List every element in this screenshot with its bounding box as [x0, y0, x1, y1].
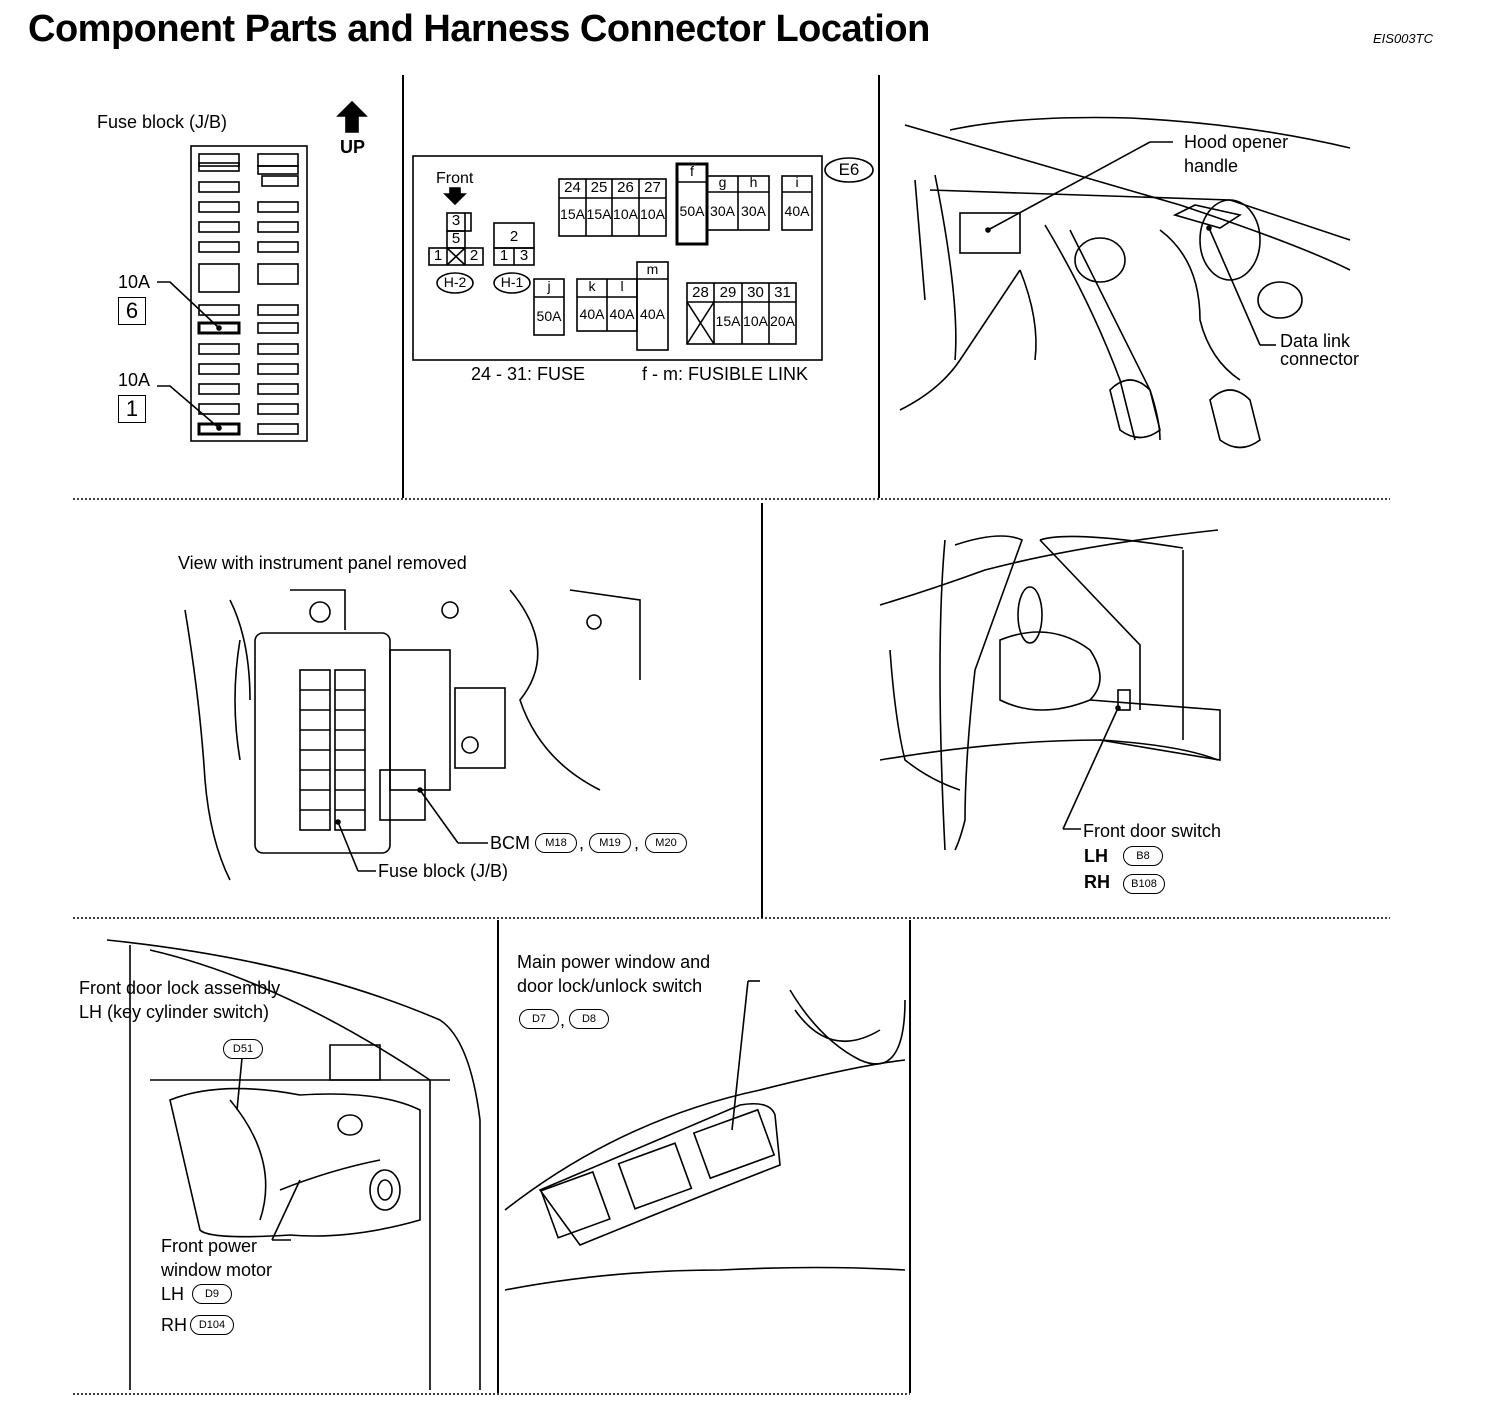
door-lock-label-line2: LH (key cylinder switch) — [79, 1002, 270, 1022]
fuse-slots-left — [197, 153, 241, 436]
window-motor-label-line1: Front power — [161, 1236, 258, 1256]
link-m-letter: m — [646, 261, 659, 277]
fuse-26-number: 26 — [617, 179, 634, 196]
window-switch-connector-d7: D7 — [519, 1009, 559, 1029]
fuse-24-number: 24 — [564, 179, 581, 196]
data-link-label-line1: Data link — [1280, 331, 1351, 351]
link-l-letter: l — [620, 278, 624, 294]
link-m-amp: 40A — [640, 306, 665, 322]
door-lock-connector: D51 — [223, 1039, 263, 1059]
fuse-28-number: 28 — [692, 284, 709, 301]
relay-h2-terminal-3: 3 — [451, 212, 461, 229]
fuse-31-number: 31 — [774, 284, 791, 301]
relay-h2-terminal-1: 1 — [433, 247, 443, 264]
fuse-b-amp: 10A — [118, 370, 151, 390]
bcm-connector-m20: M20 — [645, 833, 687, 853]
link-g-amp: 30A — [710, 203, 735, 219]
instrument-panel-lines — [184, 589, 641, 881]
fuse-a-amp: 10A — [118, 272, 151, 292]
fuse-legend: 24 - 31: FUSE — [471, 364, 586, 384]
link-h-letter: h — [749, 174, 758, 190]
fuse-25-number: 25 — [590, 179, 608, 196]
fusible-link-legend: f - m: FUSIBLE LINK — [642, 364, 809, 384]
link-j-amp: 50A — [536, 308, 562, 324]
bcm-separator-1: , — [579, 833, 585, 853]
relay-h1-terminal-1: 1 — [499, 247, 509, 264]
fuse-29-amp: 15A — [715, 313, 741, 329]
window-motor-label-line2: window motor — [161, 1260, 273, 1280]
window-switch-label-line1: Main power window and — [517, 952, 711, 972]
link-k-amp: 40A — [579, 306, 605, 322]
link-f-letter: f — [690, 163, 694, 179]
up-label: UP — [340, 137, 366, 157]
bcm-label: BCM — [490, 833, 530, 853]
bcm-connector-m18: M18 — [535, 833, 577, 853]
door-switch-lh-label: LH — [1084, 846, 1108, 866]
e6-connector-label: E6 — [838, 160, 860, 179]
document-code: EIS003TC — [1373, 31, 1433, 46]
data-link-label-line2: connector — [1280, 349, 1360, 369]
relay-h1-terminal-2: 2 — [509, 228, 519, 245]
link-f-amp: 50A — [679, 203, 705, 219]
link-h-amp: 30A — [741, 203, 766, 219]
fuse-block-title: Fuse block (J/B) — [97, 112, 228, 132]
car-door-lines — [879, 529, 1221, 851]
window-switch-lines — [504, 989, 906, 1291]
bcm-connector-m19: M19 — [589, 833, 631, 853]
link-g-letter: g — [718, 174, 727, 190]
front-door-switch-label: Front door switch — [1083, 821, 1222, 841]
door-lock-label-line1: Front door lock assembly — [79, 978, 281, 998]
relay-h2-label: H-2 — [443, 274, 467, 290]
fuse-26-amp: 10A — [613, 206, 638, 222]
window-motor-lh-connector: D9 — [192, 1284, 232, 1304]
dashboard-lines — [899, 116, 1351, 449]
relay-h2-terminal-2: 2 — [469, 247, 479, 264]
door-switch-rh-connector: B108 — [1123, 874, 1165, 894]
bcm-separator-2: , — [634, 833, 640, 853]
link-i-letter: i — [795, 174, 799, 190]
window-motor-lh-label: LH — [161, 1284, 185, 1304]
fuse-block-jb-label: Fuse block (J/B) — [378, 861, 509, 881]
door-switch-lh-connector: B8 — [1123, 846, 1163, 866]
link-i-amp: 40A — [784, 203, 810, 219]
fuse-30-amp: 10A — [743, 313, 768, 329]
door-switch-rh-label: RH — [1084, 872, 1110, 892]
door-inner-lines — [106, 939, 481, 1390]
fuse-b-number: 1 — [118, 395, 146, 423]
fuse-27-number: 27 — [644, 179, 661, 196]
fuse-31-amp: 20A — [770, 313, 795, 329]
hood-opener-label-line1: Hood opener — [1184, 132, 1289, 152]
link-k-letter: k — [588, 278, 596, 294]
fuse-a-number: 6 — [118, 297, 146, 325]
page-title: Component Parts and Harness Connector Lo… — [28, 8, 930, 50]
fuse-24-amp: 15A — [560, 206, 585, 222]
window-motor-rh-label: RH — [161, 1315, 187, 1335]
instrument-panel-caption: View with instrument panel removed — [178, 553, 467, 573]
window-switch-separator: , — [560, 1010, 566, 1030]
fuse-slots-right — [257, 153, 299, 435]
link-j-letter: j — [547, 278, 551, 294]
fuse-29-number: 29 — [719, 284, 737, 301]
fuse-25-amp: 15A — [586, 206, 612, 222]
relay-h2-terminal-5: 5 — [451, 230, 461, 247]
window-switch-connector-d8: D8 — [569, 1009, 609, 1029]
relay-h1-label: H-1 — [500, 274, 524, 290]
front-label: Front — [436, 170, 474, 187]
window-switch-label-line2: door lock/unlock switch — [517, 976, 703, 996]
fuse-27-amp: 10A — [640, 206, 665, 222]
link-l-amp: 40A — [609, 306, 635, 322]
relay-h1-terminal-3: 3 — [519, 247, 529, 264]
fuse-30-number: 30 — [747, 284, 764, 301]
window-motor-rh-connector: D104 — [190, 1315, 234, 1335]
hood-opener-label-line2: handle — [1184, 156, 1239, 176]
